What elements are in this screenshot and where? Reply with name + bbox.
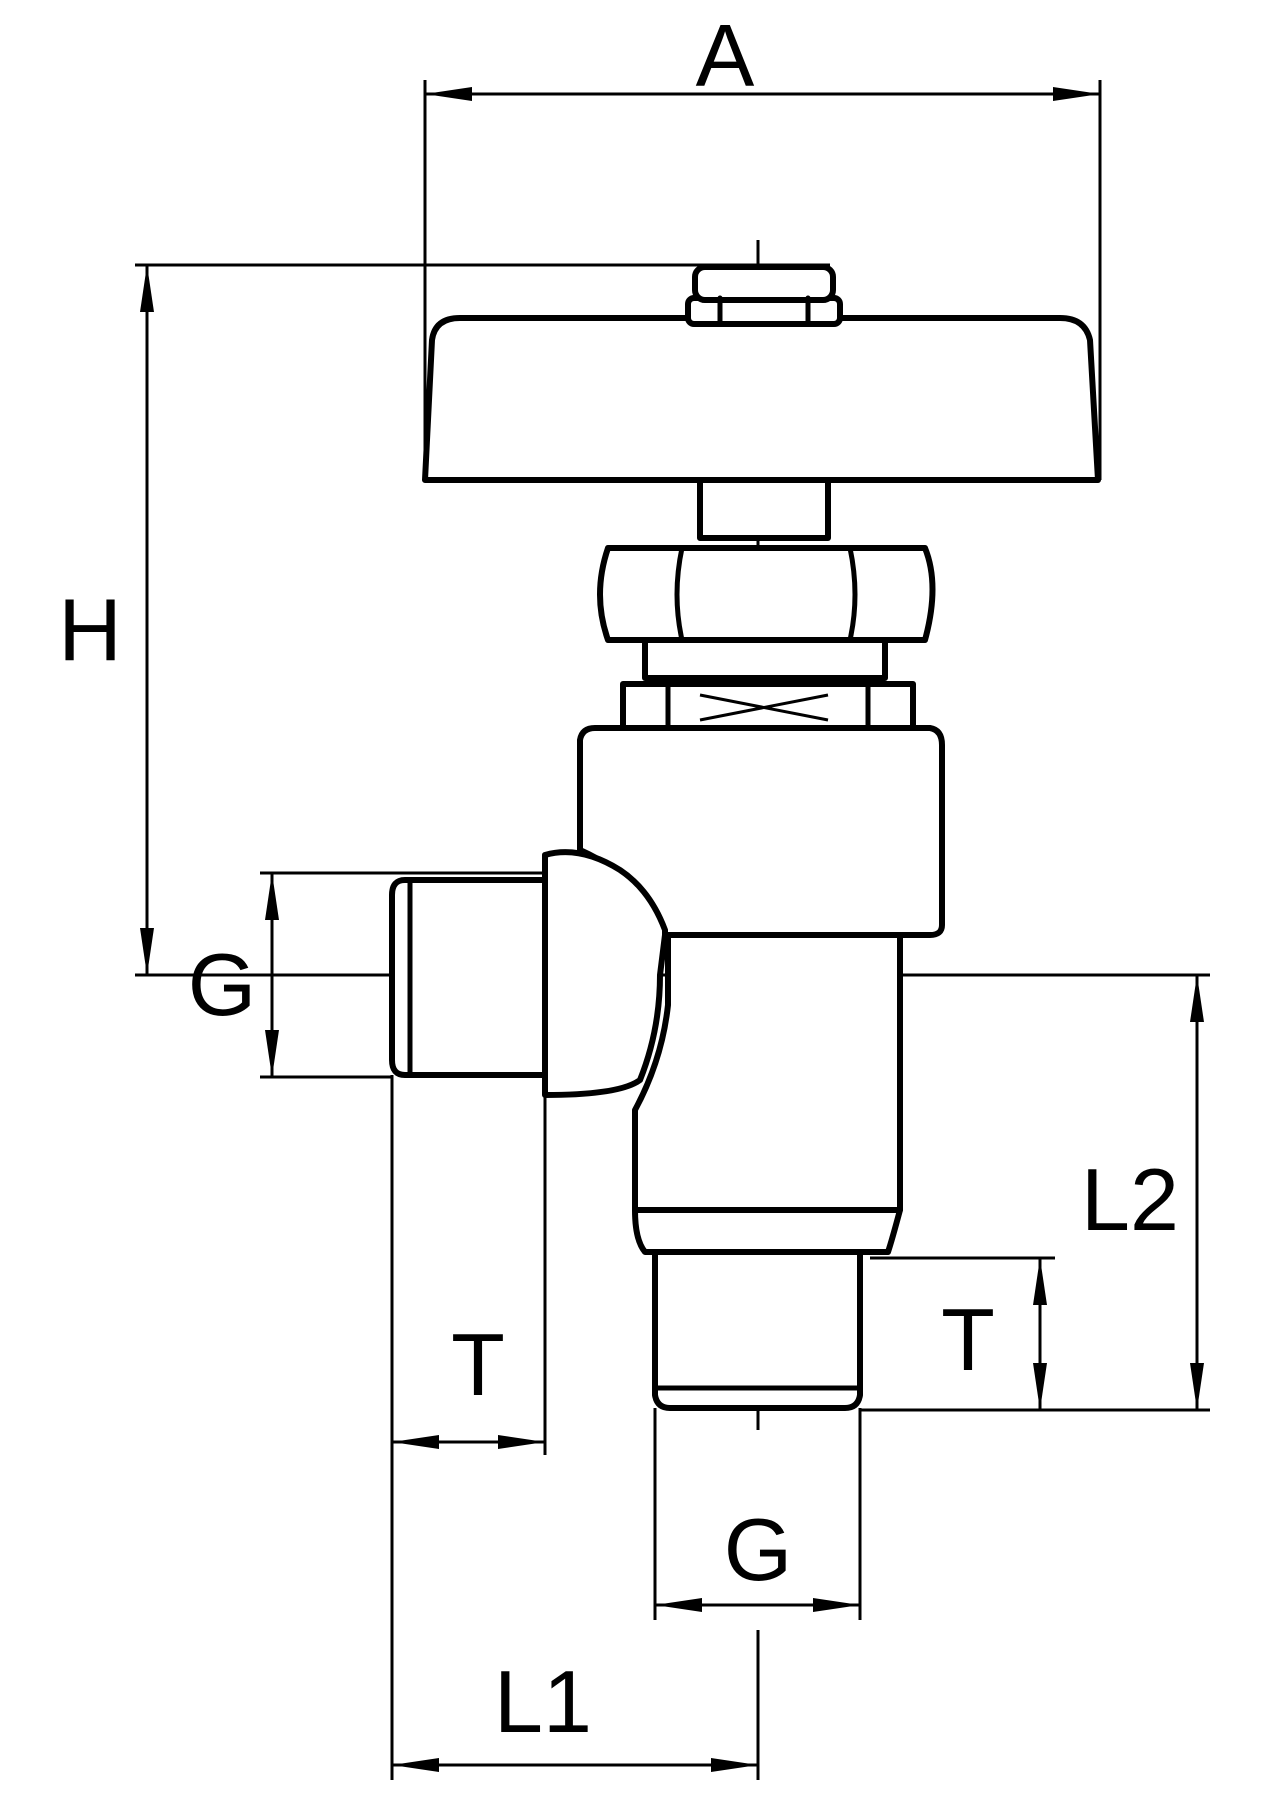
left-port-thread	[389, 877, 548, 1078]
label-t-left: T	[451, 1315, 505, 1414]
label-g-bottom: G	[724, 1500, 792, 1599]
label-t-right: T	[941, 1290, 995, 1389]
label-a: A	[696, 6, 755, 105]
packing-nut	[597, 545, 936, 643]
label-l1: L1	[494, 1652, 592, 1751]
handwheel	[422, 315, 1101, 483]
bottom-port-thread	[652, 1249, 863, 1411]
washer	[642, 637, 888, 681]
stem	[697, 477, 831, 541]
side-boss	[542, 849, 668, 1098]
label-h: H	[58, 580, 122, 679]
lower-collar	[632, 1207, 903, 1255]
dimension-labels: A H G T L1 G T L2	[58, 6, 1179, 1751]
label-l2: L2	[1081, 1150, 1179, 1249]
top-nut-cap	[692, 264, 836, 303]
label-g-left: G	[188, 935, 256, 1034]
body-lower	[632, 932, 903, 1213]
dimension-lines	[135, 80, 1210, 1780]
valve-body	[389, 264, 1101, 1411]
